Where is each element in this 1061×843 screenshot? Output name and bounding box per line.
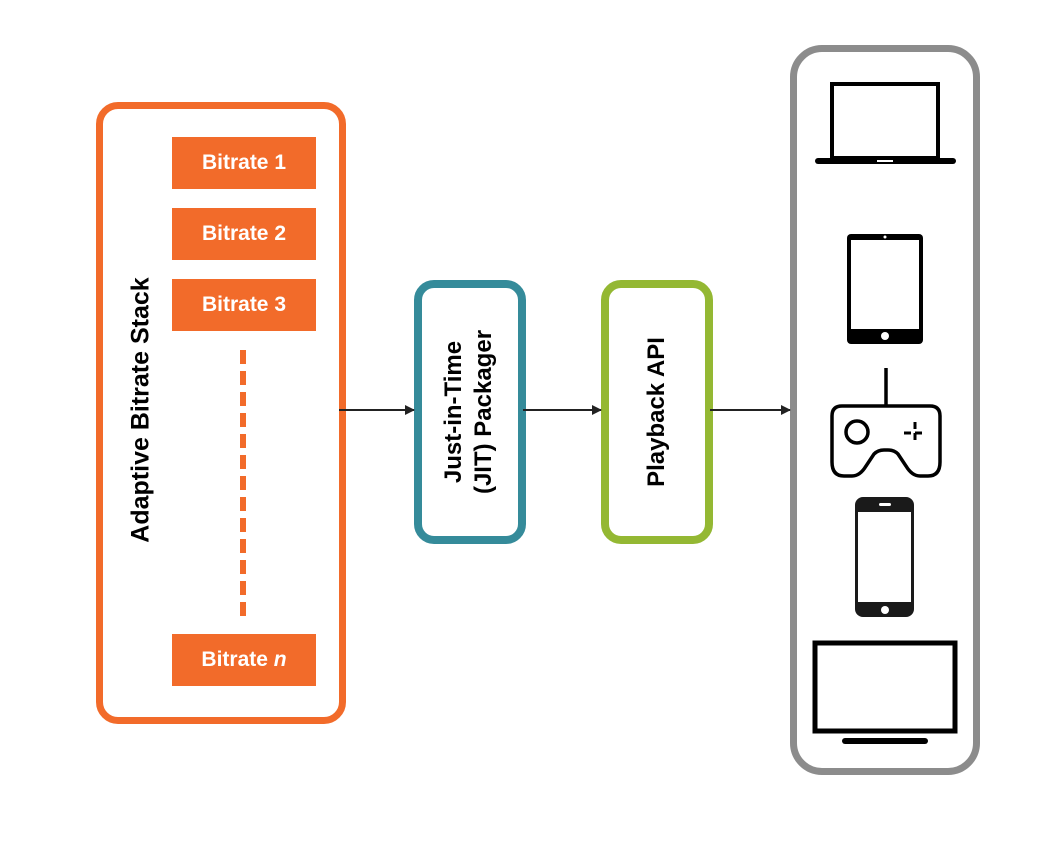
smartphone-icon (855, 497, 914, 617)
bitrate-label-suffix: 3 (274, 293, 287, 316)
jit-packager-box (414, 280, 526, 544)
bitrate-label-prefix: Bitrate (201, 222, 275, 245)
tablet-icon (847, 234, 923, 344)
ellipsis-dashed-line (240, 350, 246, 620)
bitrate-2-block: Bitrate 2 (172, 208, 316, 260)
gamepad-icon (830, 368, 942, 478)
laptop-icon (815, 82, 956, 164)
bitrate-label-prefix: Bitrate (201, 293, 275, 316)
bitrate-label-suffix: n (273, 648, 287, 671)
playback-api-box (601, 280, 713, 544)
bitrate-label-suffix: 1 (274, 151, 287, 174)
bitrate-label-prefix: Bitrate (201, 151, 275, 174)
bitrate-label-suffix: 2 (274, 222, 287, 245)
bitrate-3-block: Bitrate 3 (172, 279, 316, 331)
devices-box (790, 45, 980, 775)
bitrate-label-prefix: Bitrate (201, 648, 274, 671)
bitrate-1-block: Bitrate 1 (172, 137, 316, 189)
abr-stack-box (96, 102, 346, 724)
tv-icon (812, 640, 958, 744)
bitrate-n-block: Bitrate n (172, 634, 316, 686)
